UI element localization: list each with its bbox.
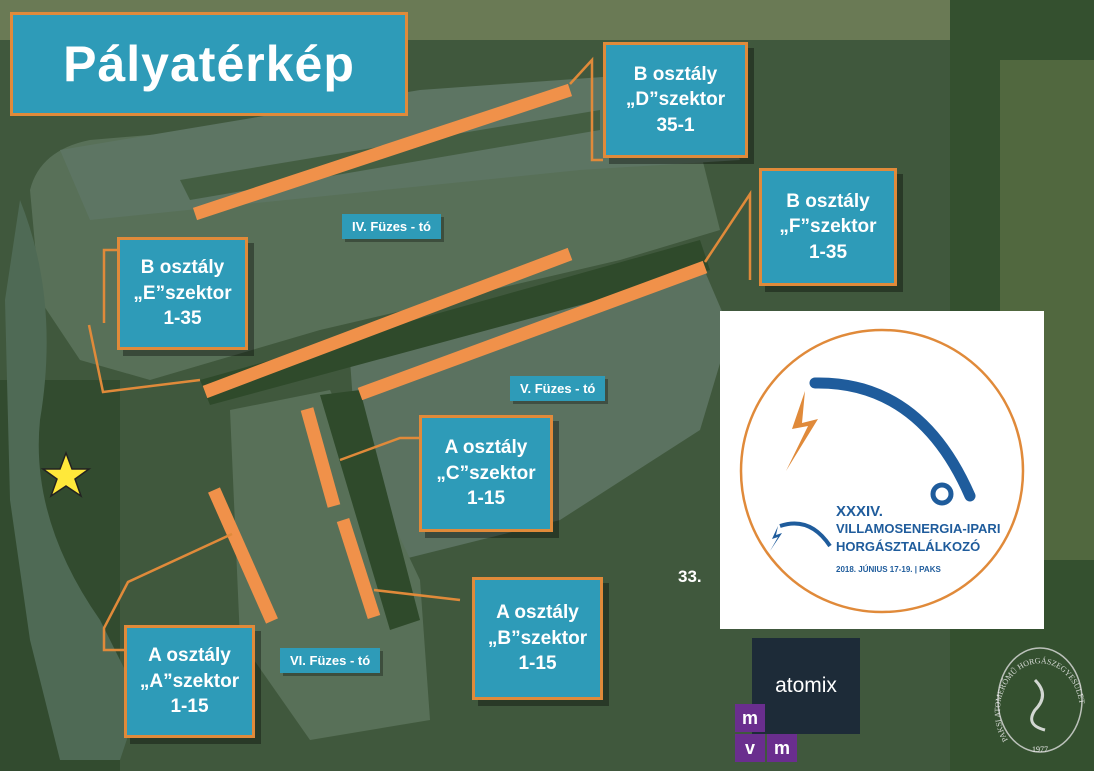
sector-a-name: „A”szektor: [139, 670, 240, 692]
mvm-letter-m2: m: [767, 734, 797, 762]
lake-v-label: V. Füzes - tó: [510, 376, 606, 401]
event-logo-graphic: [739, 328, 1025, 614]
lake-vi-label: VI. Füzes - tó: [280, 648, 381, 673]
logo-date: 2018. JÚNIUS 17-19. | PAKS: [836, 565, 941, 574]
sector-b-range: 1-15: [518, 653, 557, 675]
mvm-logo: m v m: [735, 704, 799, 764]
rod-arc: [809, 377, 976, 502]
sector-d-range: 35-1: [656, 114, 695, 136]
logo-line2: HORGÁSZTALÁLKOZÓ: [836, 539, 981, 554]
sector-f-class: B osztály: [786, 190, 870, 212]
sector-c-range: 1-15: [466, 488, 506, 510]
event-logo: XXXIV. VILLAMOSENERGIA-IPARI HORGÁSZTALÁ…: [720, 311, 1044, 629]
atomix-logo: atomix: [752, 638, 860, 734]
sector-f-box: B osztály „F”szektor 1-35: [759, 168, 897, 286]
sector-c-box: A osztály „C”szektor 1-15: [419, 415, 553, 532]
sector-f-name: „F”szektor: [779, 216, 877, 238]
sector-a-class: A osztály: [148, 645, 231, 667]
sector-e-class: B osztály: [140, 257, 225, 279]
logo-line1: VILLAMOSENERGIA-IPARI: [836, 521, 1001, 536]
map-title: Pályatérkép: [10, 12, 408, 116]
lake-iv-label: IV. Füzes - tó: [342, 214, 441, 239]
sector-a-box: A osztály „A”szektor 1-15: [124, 625, 255, 738]
sector-b-class: A osztály: [496, 602, 579, 624]
sector-e-name: „E”szektor: [133, 282, 232, 304]
seal-year: 1977: [1032, 745, 1048, 754]
mvm-letter-v: v: [735, 734, 765, 762]
sector-e-range: 1-35: [163, 308, 202, 330]
sector-d-class: B osztály: [633, 63, 718, 85]
sector-b-box: A osztály „B”szektor 1-15: [472, 577, 603, 700]
lightning-icon: [786, 391, 818, 471]
sector-d-name: „D”szektor: [625, 89, 726, 111]
sector-d-box: B osztály „D”szektor 35-1: [603, 42, 748, 158]
sector-c-name: „C”szektor: [436, 462, 536, 484]
sector-e-box: B osztály „E”szektor 1-35: [117, 237, 248, 350]
angling-club-seal: PAKSI ATOMERŐMŰ HORGÁSZEGYESÜLET 1977: [993, 647, 1087, 754]
sector-b-name: „B”szektor: [487, 627, 588, 649]
sector-c-class: A osztály: [444, 437, 528, 459]
logo-roman: XXXIV.: [836, 503, 883, 520]
mvm-letter-m1: m: [735, 704, 765, 732]
sector-f-range: 1-35: [808, 241, 848, 263]
sector-a-range: 1-15: [170, 696, 209, 718]
star-icon: [40, 450, 92, 498]
edition-number: 33.: [678, 567, 702, 586]
